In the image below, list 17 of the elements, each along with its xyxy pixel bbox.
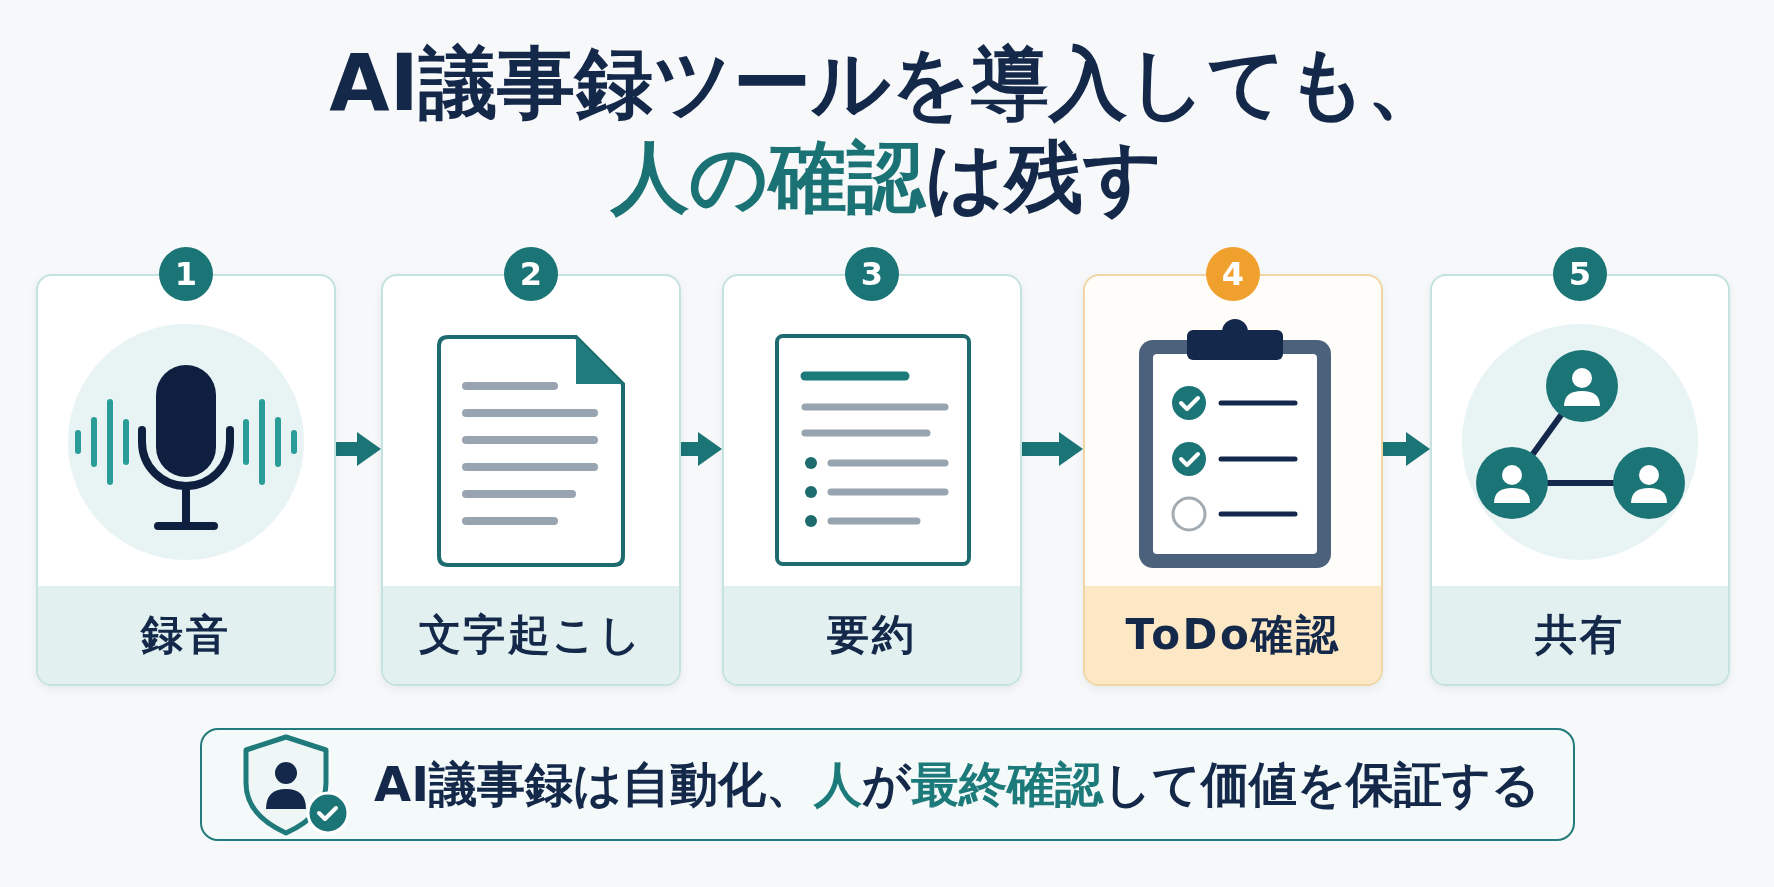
step-label: 文字起こし <box>418 609 644 661</box>
step-number: 5 <box>1553 247 1607 301</box>
step-number: 2 <box>504 247 558 301</box>
title: AI議事録ツールを導入しても、人の確認は残す <box>328 37 1446 224</box>
arrow <box>1022 432 1083 466</box>
arrow <box>681 432 722 466</box>
step-label: 共有 <box>1535 609 1625 661</box>
message-banner <box>200 728 1575 841</box>
step-label: 録音 <box>141 609 231 661</box>
step-label: ToDo確認 <box>1125 609 1341 661</box>
step-label: 要約 <box>827 609 917 661</box>
banner-text: AI議事録は自動化、人が最終確認して価値を保証する <box>374 755 1540 814</box>
arrow <box>1383 432 1430 466</box>
arrow <box>336 432 381 466</box>
step-number: 1 <box>159 247 213 301</box>
step-number: 3 <box>845 247 899 301</box>
step-number: 4 <box>1206 247 1260 301</box>
